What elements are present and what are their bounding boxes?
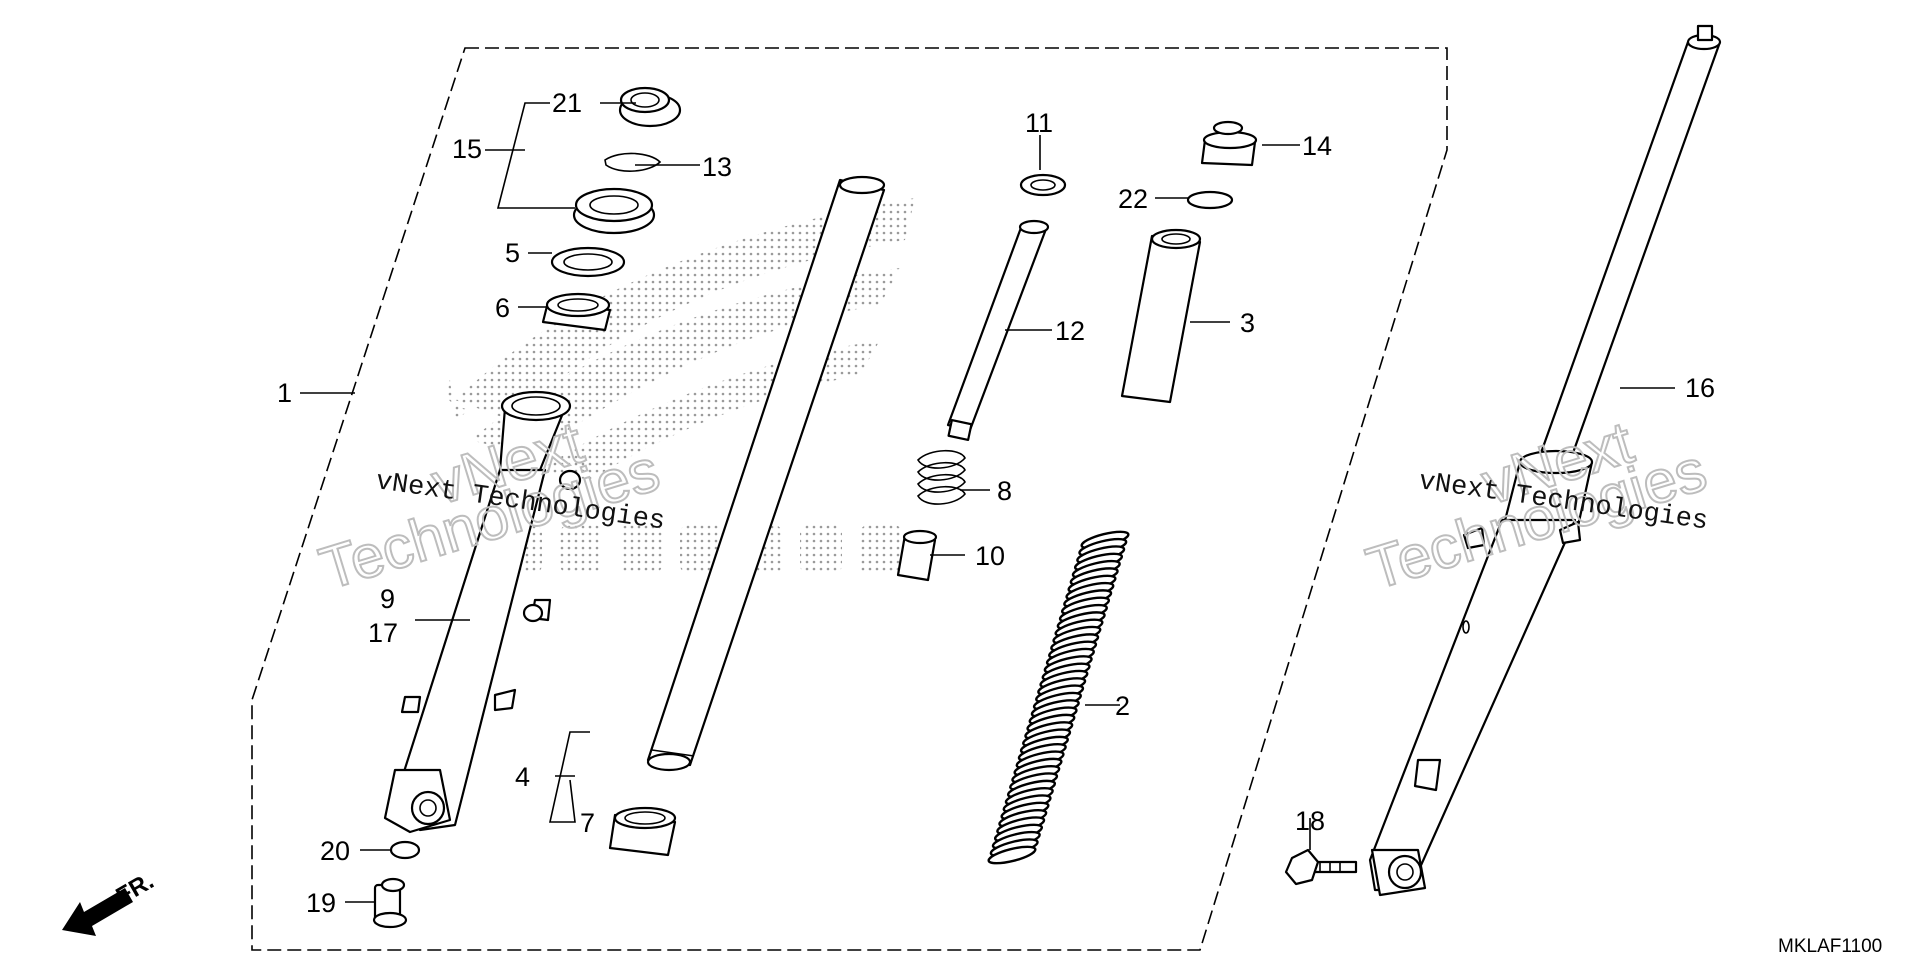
callout-2: 2 — [1115, 691, 1130, 721]
slide-bushing-part-7 — [608, 806, 677, 857]
callout-17: 17 — [368, 618, 398, 648]
oil-seal-part-15 — [572, 187, 656, 235]
callout-7: 7 — [580, 808, 595, 838]
cap-bolt-part-14 — [1200, 120, 1258, 167]
rebound-spring-part-8 — [916, 449, 966, 505]
callout-labels: 21 15 13 5 6 1 9 17 4 7 20 19 11 12 8 10… — [277, 88, 1715, 918]
diagram-code: MKLAF1100 — [1778, 936, 1882, 957]
socket-bolt-part-19 — [372, 877, 408, 929]
fork-slider-part — [383, 390, 582, 834]
front-direction-arrow-icon: FR. — [62, 867, 158, 936]
bushing-part-6 — [541, 292, 612, 332]
washer-part-5 — [550, 246, 626, 278]
callout-12: 12 — [1055, 316, 1085, 346]
circlip-part-13 — [604, 152, 662, 172]
bolt-part-18 — [1284, 848, 1358, 886]
callout-11: 11 — [1025, 108, 1053, 138]
spacer-part-3 — [1120, 228, 1202, 404]
fork-tube-part-4 — [646, 175, 886, 772]
leader-lines — [300, 102, 1675, 903]
callout-14: 14 — [1302, 131, 1332, 161]
piston-part-10 — [896, 529, 938, 582]
callout-6: 6 — [495, 293, 510, 323]
callout-9: 9 — [380, 584, 395, 614]
callout-4: 4 — [515, 762, 530, 792]
fork-assembly-part — [1368, 24, 1722, 897]
o-ring-part-22 — [1186, 190, 1234, 210]
callout-22: 22 — [1118, 184, 1148, 214]
callout-3: 3 — [1240, 308, 1255, 338]
fork-spring-part-2 — [987, 530, 1130, 865]
callout-10: 10 — [975, 541, 1005, 571]
callout-15: 15 — [452, 134, 482, 164]
callout-13: 13 — [702, 152, 732, 182]
callout-1: 1 — [277, 378, 292, 408]
callout-20: 20 — [320, 836, 350, 866]
ring-part-11 — [1019, 173, 1067, 197]
callout-18: 18 — [1295, 806, 1325, 836]
spring-coil — [987, 845, 1037, 865]
callout-21: 21 — [552, 88, 582, 118]
callout-16: 16 — [1685, 373, 1715, 403]
callout-8: 8 — [997, 476, 1012, 506]
callout-5: 5 — [505, 238, 520, 268]
damper-rod-part-12 — [946, 219, 1050, 442]
dust-seal-part-21 — [618, 86, 682, 128]
callout-19: 19 — [306, 888, 336, 918]
assembly-boundary — [251, 47, 1448, 951]
washer-part-20 — [389, 840, 421, 860]
